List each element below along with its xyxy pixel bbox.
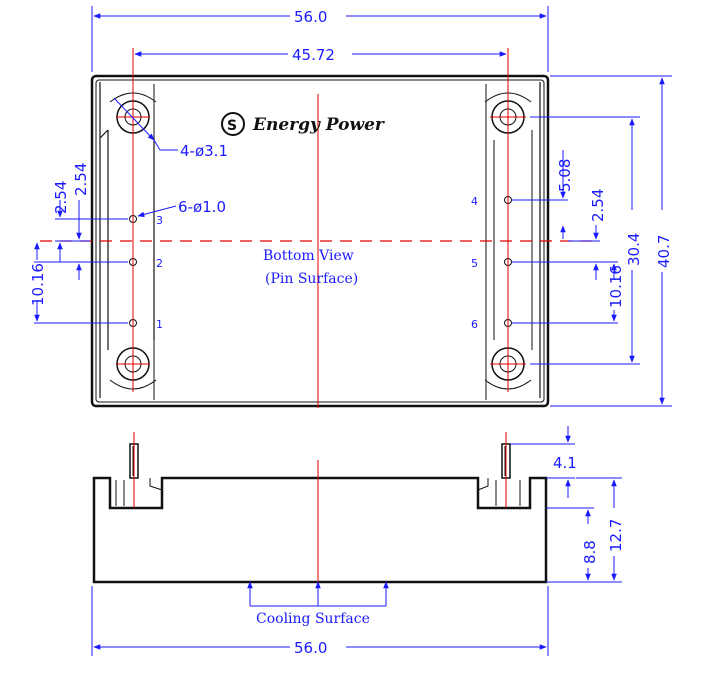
dim-hole-span-vertical — [530, 116, 640, 365]
dim-pin-length-value: 4.1 — [553, 454, 577, 472]
dim-pin-length — [510, 426, 575, 498]
dim-hole-callout: 4-ø3.1 — [180, 142, 228, 160]
dim-hole-spacing-value: 45.72 — [292, 46, 335, 64]
cooling-surface-marker — [247, 581, 389, 607]
dim-hole-span-value: 30.4 — [625, 233, 643, 266]
dim-right-offset: 5.08 — [556, 159, 574, 192]
pin-label-4: 4 — [471, 195, 478, 208]
dim-overall-width-bottom-value: 56.0 — [294, 639, 327, 657]
dim-body-height — [546, 507, 622, 583]
dim-pin-callout: 6-ø1.0 — [178, 198, 226, 216]
dim-total-height — [576, 477, 622, 581]
side-view-pins — [129, 443, 511, 479]
dim-left-pitch-b: 2.54 — [72, 163, 90, 196]
pin-label-2: 2 — [156, 257, 163, 270]
view-title: Bottom View — [263, 248, 354, 264]
brand-name: Energy Power — [252, 115, 385, 135]
view-subtitle: (Pin Surface) — [265, 271, 358, 287]
dim-overall-width-top — [91, 6, 549, 72]
dim-overall-height-value: 40.7 — [655, 235, 673, 268]
cooling-surface-label: Cooling Surface — [256, 611, 370, 627]
dim-total-height-value: 12.7 — [607, 519, 625, 552]
pin-label-3: 3 — [156, 214, 163, 227]
pin-label-1: 1 — [156, 318, 163, 331]
leader-pin — [137, 205, 177, 218]
dim-left-pitch-a: 2.54 — [52, 181, 70, 214]
dim-overall-width-bottom — [91, 586, 549, 656]
side-view-body — [92, 476, 548, 584]
svg-text:S: S — [227, 118, 237, 134]
dim-right-pitch — [512, 150, 618, 324]
dim-overall-width-value: 56.0 — [294, 8, 327, 26]
dim-right-span: 10.16 — [607, 265, 625, 308]
pin-label-5: 5 — [471, 257, 478, 270]
dim-right-pitch-value: 2.54 — [589, 189, 607, 222]
center-lines-side — [133, 432, 507, 600]
dim-left-pitch — [34, 200, 128, 324]
leader-hole — [113, 97, 178, 151]
center-lines-top — [40, 48, 600, 408]
dim-overall-height — [550, 75, 672, 407]
dim-body-height-value: 8.8 — [581, 540, 599, 564]
brand-logo: S — [221, 112, 245, 136]
pin-label-6: 6 — [471, 318, 478, 331]
dim-left-span: 10.16 — [29, 263, 47, 306]
